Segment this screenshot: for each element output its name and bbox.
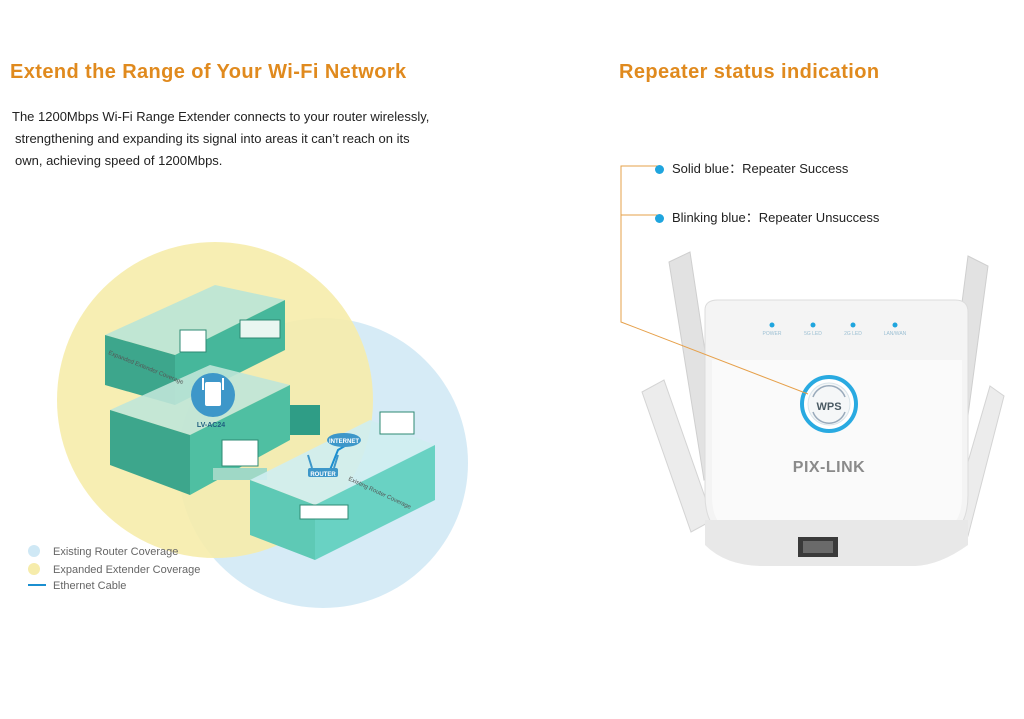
section-title-repeater-status: Repeater status indication (619, 61, 880, 83)
status-item-solid-blue: Solid blue：Repeater Success (655, 158, 848, 177)
led-label: 2G LED (844, 331, 862, 337)
blue-dot-icon (655, 165, 664, 174)
5g-led (810, 322, 816, 328)
legend-label: Expanded Extender Coverage (53, 563, 201, 576)
section-title-extend-range: Extend the Range of Your Wi-Fi Network (10, 61, 407, 83)
intro-line: strengthening and expanding its signal i… (15, 131, 410, 146)
led-label: LAN/WAN (884, 331, 907, 337)
status-item-blinking-blue: Blinking blue：Repeater Unsuccess (655, 207, 879, 226)
intro-paragraph: The 1200Mbps Wi-Fi Range Extender connec… (12, 106, 429, 172)
device-illustration: POWER 5G LED 2G LED LAN/WAN WPS PIX-LINK (641, 251, 1005, 566)
power-led (769, 322, 775, 328)
status-label: Blinking blue：Repeater Unsuccess (672, 210, 880, 225)
wps-label: WPS (816, 401, 841, 413)
2g-led (850, 322, 856, 328)
legend-label: Existing Router Coverage (53, 546, 179, 558)
blue-dot-icon (655, 214, 664, 223)
yellow-dot-icon (28, 562, 40, 575)
led-label: POWER (763, 331, 782, 337)
blue-dot-icon (28, 545, 40, 557)
status-leds: POWER 5G LED 2G LED LAN/WAN (763, 322, 907, 337)
router-label: ROUTER (310, 472, 336, 478)
legend-item-ethernet: Ethernet Cable (28, 580, 200, 598)
intro-line: own, achieving speed of 1200Mbps. (15, 153, 223, 168)
callout-lines (620, 165, 809, 395)
extender-label: LV-AC24 (197, 422, 225, 429)
legend-item-router: Existing Router Coverage (28, 545, 200, 563)
status-label: Solid blue：Repeater Success (672, 161, 849, 176)
legend-item-extender: Expanded Extender Coverage (28, 562, 201, 581)
wps-arrow-icon (812, 385, 846, 398)
led-label: 5G LED (804, 331, 822, 337)
house-floor-plan (105, 285, 435, 560)
coverage-legend: Existing Router Coverage Expanded Extend… (28, 545, 200, 598)
intro-line: The 1200Mbps Wi-Fi Range Extender connec… (12, 109, 430, 124)
brand-logo: PIX-LINK (793, 459, 865, 476)
blue-line-icon (28, 584, 46, 586)
router-icon (308, 468, 338, 477)
legend-label: Ethernet Cable (53, 580, 127, 592)
internet-label: INTERNET (329, 439, 359, 445)
lan-led (892, 322, 898, 328)
internet-cloud-icon (327, 433, 361, 447)
coverage-diagram: LV-AC24 INTERNET ROUTER Expanded Extende… (57, 242, 468, 608)
